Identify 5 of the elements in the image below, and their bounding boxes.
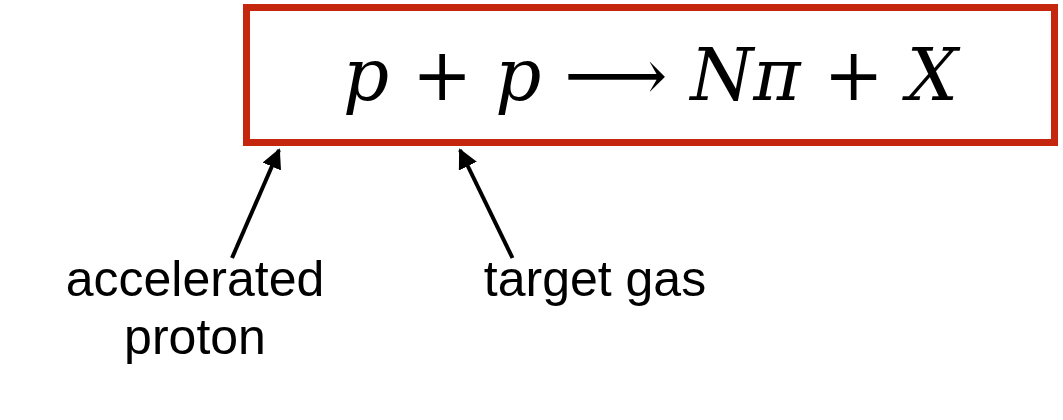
annotation-text: accelerated proton: [5, 250, 385, 370]
arrow: [230, 148, 281, 259]
arrow: [458, 148, 515, 259]
annotation-text: target gas: [430, 250, 760, 312]
equation-box: p + p ⟶ Nπ + X: [243, 4, 1058, 146]
